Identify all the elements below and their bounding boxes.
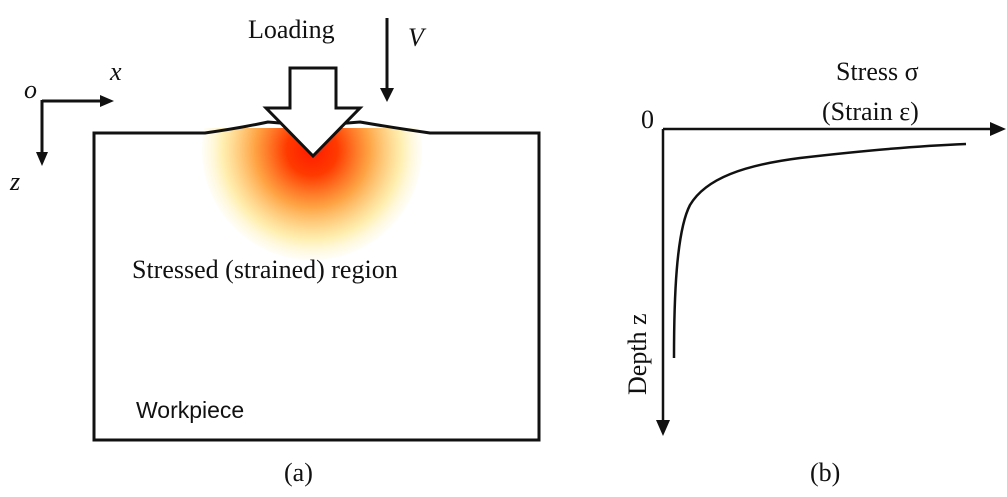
coordinate-axes [36,95,114,166]
workpiece-outline [92,120,541,442]
stressed-region-shading [202,128,422,260]
x-axis-label: x [109,57,122,86]
stressed-region-label: Stressed (strained) region [132,255,398,284]
panel-b-origin-label: 0 [641,105,654,134]
stress-axis-label: Stress σ [836,57,919,86]
depth-axis-label: Depth z [623,313,652,395]
panel-a-caption: (a) [284,458,313,487]
z-axis-label: z [9,167,20,196]
stress-axis [663,122,1006,136]
panel-b: 0 Stress σ (Strain ε) Depth z (b) [623,57,1006,487]
depth-axis [656,129,670,436]
velocity-arrow [380,18,394,102]
panel-b-caption: (b) [810,458,840,487]
strain-axis-label: (Strain ε) [822,97,919,126]
workpiece-label: Workpiece [136,397,244,423]
origin-label: o [24,75,37,104]
panel-a: Loading V o x z Stressed (strained) regi… [9,15,541,487]
stress-depth-curve [672,142,967,359]
loading-arrow [262,66,364,159]
loading-label: Loading [248,15,335,44]
velocity-label: V [408,23,427,52]
